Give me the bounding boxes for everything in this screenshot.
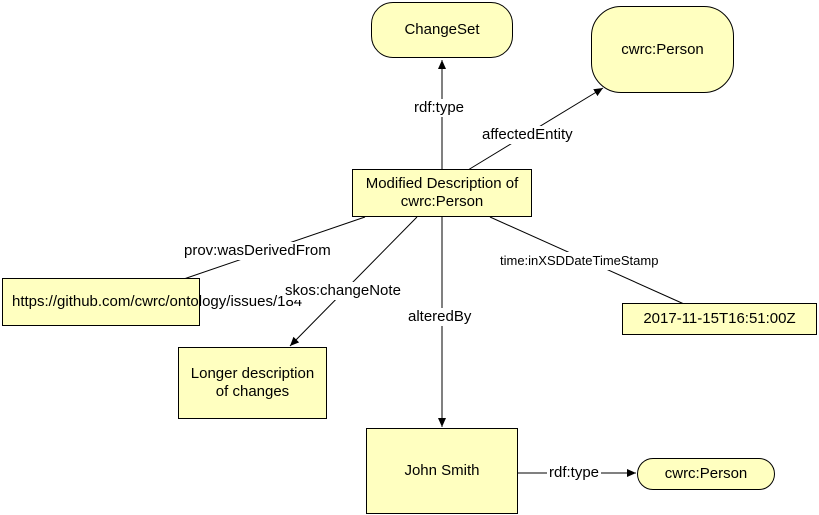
modified-description-node[interactable]: Modified Description of cwrc:Person (352, 169, 532, 217)
person-bottom-node[interactable]: cwrc:Person (637, 458, 775, 490)
person-top-label: cwrc:Person (621, 40, 704, 58)
edge-label-change-note: skos:changeNote (283, 282, 403, 300)
longer-description-label: Longer description of changes (190, 365, 315, 400)
person-top-node[interactable]: cwrc:Person (591, 6, 734, 93)
edge-label-altered-by: alteredBy (406, 308, 474, 326)
edge-change-note (289, 216, 418, 347)
github-issue-label: https://github.com/cwrc/ontology/issues/… (12, 293, 303, 310)
edge-label-timestamp: time:inXSDDateTimeStamp (498, 252, 661, 270)
john-smith-node[interactable]: John Smith (366, 428, 518, 514)
changeset-node[interactable]: ChangeSet (371, 2, 513, 58)
person-bottom-label: cwrc:Person (664, 465, 748, 482)
john-smith-label: John Smith (404, 462, 480, 479)
github-issue-node[interactable]: https://github.com/cwrc/ontology/issues/… (2, 278, 303, 326)
timestamp-label: 2017-11-15T16:51:00Z (643, 310, 796, 327)
longer-description-node[interactable]: Longer description of changes (178, 347, 327, 419)
edge-label-affected-entity: affectedEntity (480, 126, 575, 144)
changeset-label: ChangeSet (404, 21, 480, 38)
edge-label-was-derived-from: prov:wasDerivedFrom (182, 242, 333, 260)
timestamp-node[interactable]: 2017-11-15T16:51:00Z (622, 303, 817, 335)
modified-description-label: Modified Description of cwrc:Person (365, 175, 519, 210)
edge-label-rdf-type-bottom: rdf:type (547, 464, 602, 482)
edge-label-rdf-type-top: rdf:type (412, 99, 467, 117)
